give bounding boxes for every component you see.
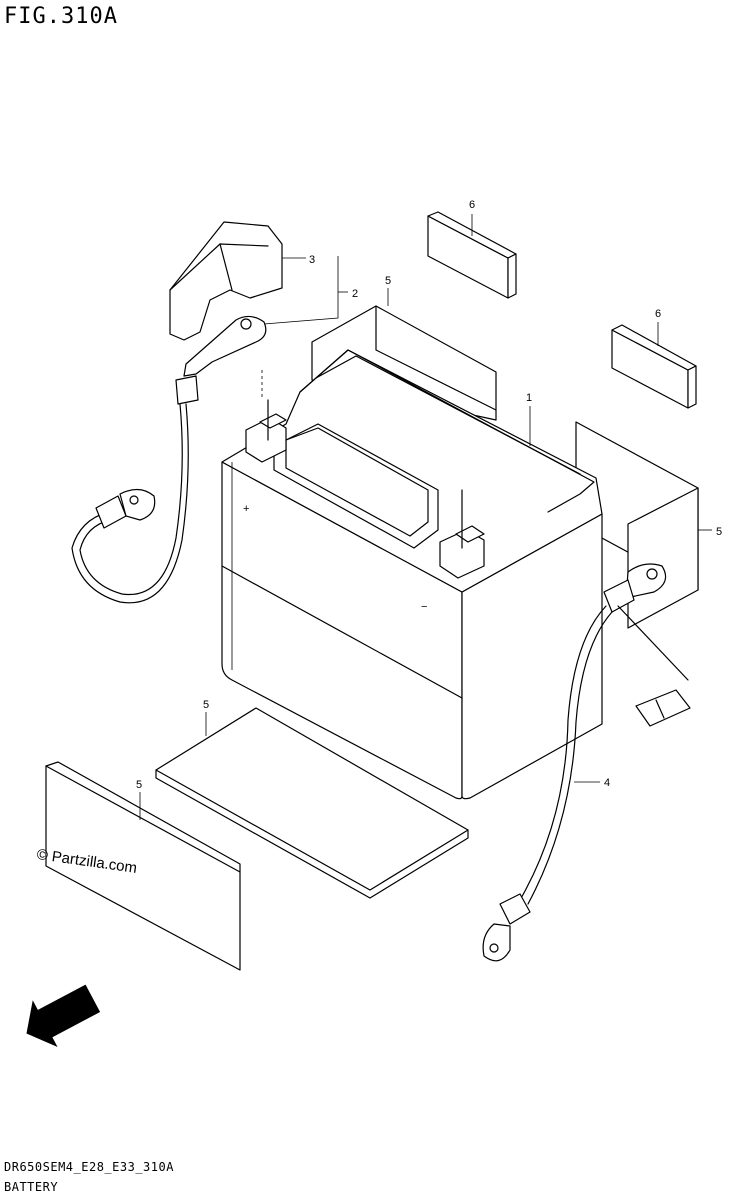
part-6-pad-lower[interactable] (611, 324, 697, 409)
callout-5-front: 5 (136, 779, 142, 791)
callout-5-bottom: 5 (203, 699, 209, 711)
callout-5-rear: 5 (385, 275, 391, 287)
negative-terminal (439, 489, 485, 579)
figure-title: FIG.310A (4, 4, 118, 29)
callout-5-side: 5 (716, 526, 722, 538)
callout-4: 4 (604, 777, 610, 789)
part-3-terminal-cover[interactable] (169, 221, 283, 341)
part-4-negative-cable[interactable] (482, 563, 691, 962)
negative-symbol: − (421, 601, 427, 613)
part-1-battery[interactable]: + − (221, 349, 603, 800)
figure-name: BATTERY (4, 1180, 59, 1194)
part-2-positive-cable[interactable] (71, 315, 267, 604)
positive-terminal (245, 399, 287, 463)
part-5-pad-front[interactable] (45, 761, 241, 971)
part-5-pad-rear[interactable] (311, 305, 497, 421)
callout-6-upper: 6 (469, 199, 475, 211)
callout-6-lower: 6 (655, 308, 661, 320)
figure-code: DR650SEM4_E28_E33_310A (4, 1160, 174, 1174)
callout-2: 2 (352, 288, 358, 300)
callout-3: 3 (309, 254, 315, 266)
callout-1: 1 (526, 392, 532, 404)
part-5-pad-bottom[interactable] (155, 707, 469, 899)
positive-symbol: + (243, 503, 249, 515)
fwd-arrow-icon: FWD (26, 984, 101, 1047)
leader-lines (139, 214, 712, 820)
